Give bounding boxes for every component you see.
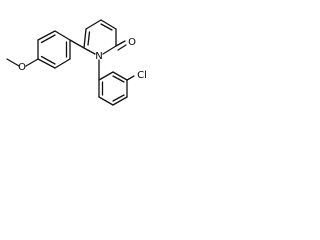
bond-c6-aryl bbox=[69, 39, 85, 49]
bond-ar4-o bbox=[25, 58, 39, 67]
bond-c4-c5 bbox=[85, 19, 102, 30]
methoxyphenyl-ring bbox=[37, 30, 85, 69]
methoxy-group bbox=[6, 58, 39, 67]
bond-c6-n bbox=[83, 47, 96, 55]
bond-b2-b3-inner bbox=[112, 75, 125, 83]
chlorophenyl-ring bbox=[98, 71, 128, 106]
atom-label-nitrogen: N bbox=[95, 51, 102, 62]
bond-ar4-ar5-inner bbox=[40, 55, 56, 65]
bond-c2-o bbox=[115, 40, 126, 47]
bond-ar4-ar5 bbox=[37, 58, 56, 69]
molecule-diagram: O N O Cl bbox=[6, 19, 147, 106]
bond-c5-c6-inner bbox=[87, 31, 91, 46]
bond-b1-b2 bbox=[98, 71, 114, 81]
bond-c5-c6 bbox=[83, 28, 87, 49]
atom-label-ether-oxygen: O bbox=[18, 62, 26, 73]
bond-c3-c4 bbox=[100, 19, 117, 30]
bond-ar2-ar3 bbox=[37, 30, 56, 41]
chloro-group bbox=[126, 75, 135, 81]
bond-b5-b6 bbox=[98, 96, 114, 106]
bond-b2-b3 bbox=[112, 71, 128, 81]
chemical-structure: O N O Cl bbox=[0, 0, 156, 126]
bond-b3-cl bbox=[126, 75, 135, 81]
bond-ar5-ar6 bbox=[54, 58, 71, 69]
bond-c3-c4-inner bbox=[100, 23, 113, 31]
carbonyl-group bbox=[115, 40, 127, 51]
atom-label-carbonyl-oxygen: O bbox=[128, 37, 136, 48]
bond-n-c2 bbox=[102, 45, 117, 55]
bond-c2-o-double bbox=[117, 44, 127, 51]
bond-o-ch3 bbox=[6, 58, 20, 67]
bond-b4-b5-inner bbox=[112, 94, 125, 102]
atom-label-chlorine: Cl bbox=[137, 70, 147, 81]
pyridone-ring bbox=[83, 19, 117, 55]
bond-b4-b5 bbox=[112, 96, 128, 106]
bond-ar1-ar2 bbox=[54, 30, 71, 41]
bond-ar2-ar3-inner bbox=[40, 34, 56, 44]
